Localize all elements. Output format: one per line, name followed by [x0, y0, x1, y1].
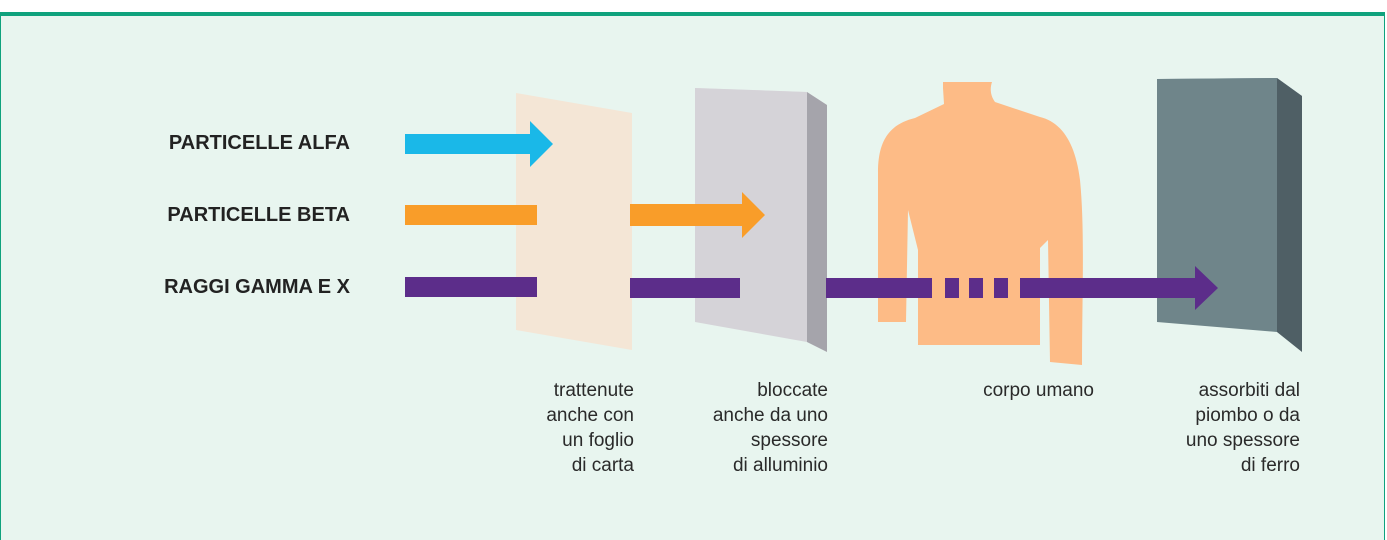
lead-block-side: [1277, 78, 1302, 352]
gamma-arrow: [1020, 266, 1218, 310]
gamma-arrow-dash: [994, 278, 1008, 298]
caption-line: corpo umano: [983, 380, 1094, 401]
label-gamma: RAGGI GAMMA E X: [164, 276, 350, 298]
gamma-arrow-dash: [945, 278, 959, 298]
caption-aluminium: bloccate anche da uno spessore di allumi…: [660, 378, 828, 478]
caption-line: di carta: [571, 455, 634, 476]
caption-line: un foglio: [562, 430, 634, 451]
caption-line: uno spessore: [1185, 430, 1300, 451]
diagram-frame: [0, 12, 1385, 540]
human-body: [878, 82, 1083, 365]
caption-paper: trattenute anche con un foglio di carta: [470, 378, 634, 478]
paper-sheet: [516, 93, 632, 350]
label-alpha: PARTICELLE ALFA: [168, 132, 350, 154]
beta-arrow-segment: [405, 205, 537, 225]
gamma-arrow-segment: [405, 277, 537, 297]
caption-line: anche da uno: [712, 405, 828, 426]
caption-line: di alluminio: [732, 455, 828, 476]
beta-arrow: [630, 192, 765, 238]
caption-lead: assorbiti dal piombo o da uno spessore d…: [1130, 378, 1300, 478]
label-beta: PARTICELLE BETA: [167, 204, 350, 226]
caption-line: assorbiti dal: [1198, 380, 1300, 401]
caption-line: di ferro: [1240, 455, 1300, 476]
lead-block-front: [1157, 78, 1277, 332]
caption-line: trattenute: [553, 380, 634, 401]
gamma-arrow-dash: [969, 278, 983, 298]
gamma-arrow-segment: [826, 278, 932, 298]
caption-line: piombo o da: [1195, 405, 1300, 426]
aluminium-side: [807, 92, 827, 352]
caption-line: bloccate: [757, 380, 828, 401]
alpha-arrow: [405, 121, 553, 167]
caption-line: spessore: [750, 430, 828, 451]
caption-line: anche con: [546, 405, 634, 426]
caption-body: corpo umano: [930, 378, 1094, 403]
gamma-arrow-segment: [630, 278, 740, 298]
